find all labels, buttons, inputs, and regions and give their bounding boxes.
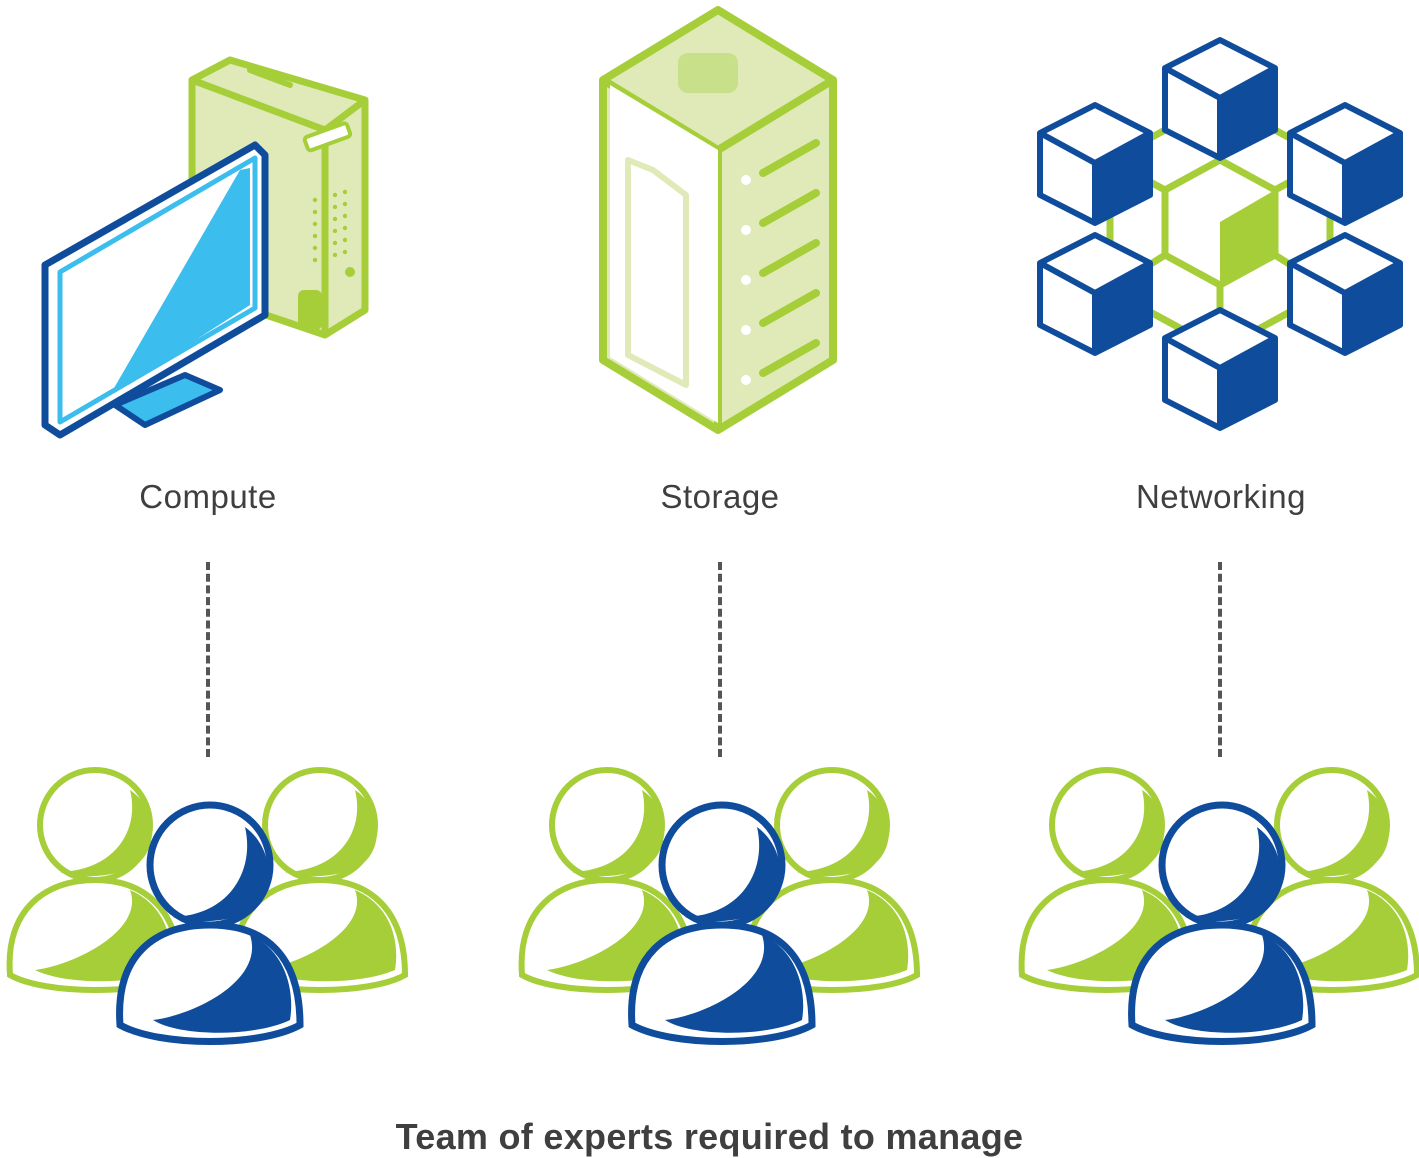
connector-line-compute [206,562,210,757]
server-rack-icon [599,6,837,434]
network-cubes-icon [1035,0,1405,440]
column-label-networking: Networking [1135,478,1307,515]
team-people-icon [10,775,410,1075]
column-label-storage: Storage [660,478,780,515]
caption: Team of experts required to manage [395,1116,1024,1157]
connector-line-networking [1218,562,1222,757]
column-label-compute: Compute [139,478,277,515]
team-people-icon [1022,775,1419,1075]
team-people-icon [522,775,922,1075]
computer-icon [41,56,369,439]
connector-line-storage [718,562,722,757]
